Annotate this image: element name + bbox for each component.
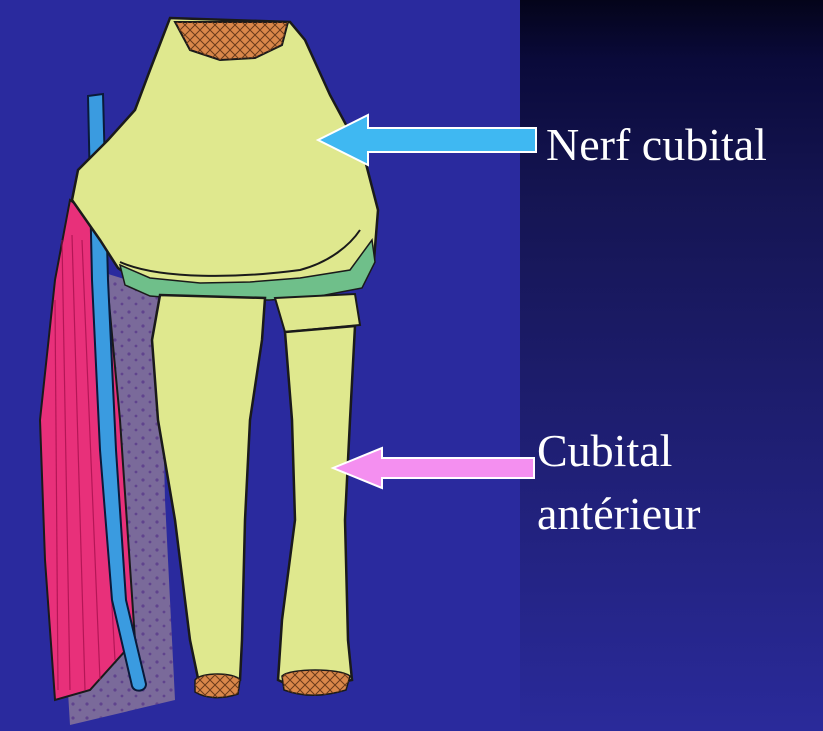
arrow-cubital-anterieur bbox=[333, 448, 534, 488]
label-cubital-line1: Cubital bbox=[537, 423, 672, 479]
radius-bone bbox=[278, 326, 355, 690]
label-nerf-cubital: Nerf cubital bbox=[546, 117, 767, 173]
label-cubital-line2: antérieur bbox=[537, 486, 700, 542]
